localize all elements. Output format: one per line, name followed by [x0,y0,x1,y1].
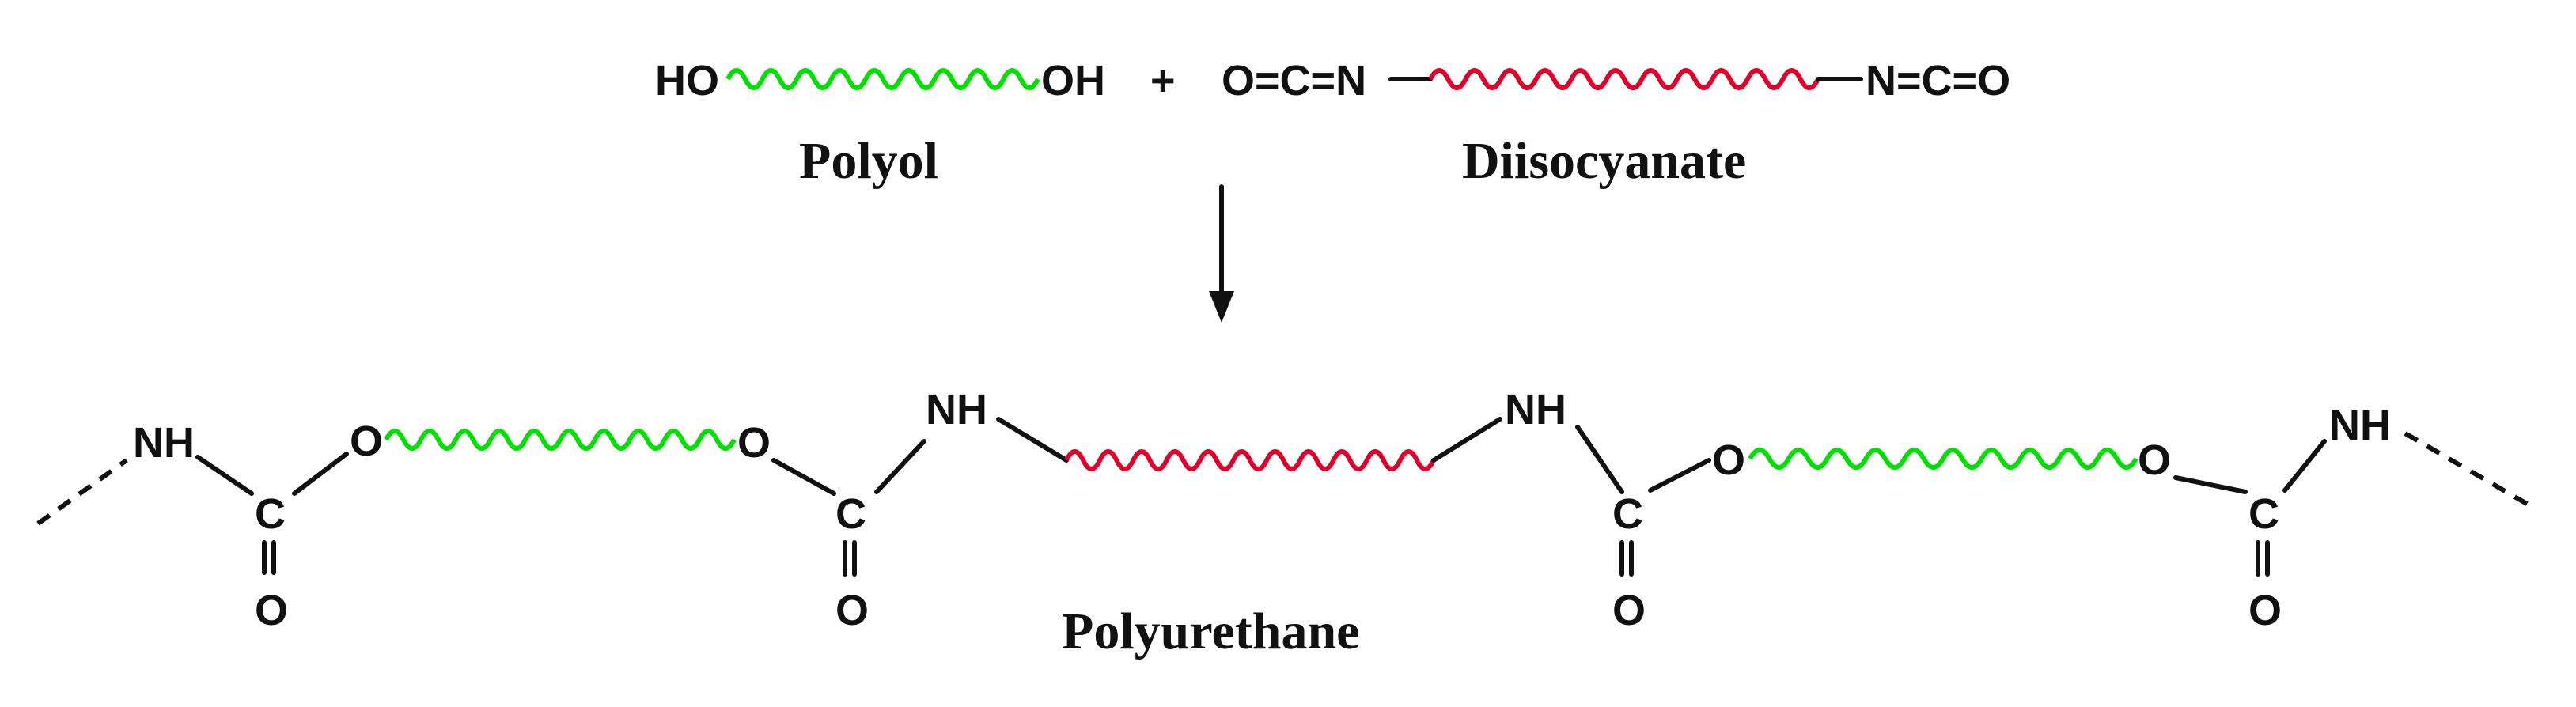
polyol-molecule: HO OH Polyol [655,57,1105,190]
polyol-label: Polyol [799,132,938,190]
carbonyl-oxygen-2: O [835,587,869,634]
polyol-left-group: HO [655,57,719,104]
diisocyanate-left-group: O=C=N [1222,57,1366,104]
carbon-atom-4: C [2248,490,2279,538]
nh-atom-3: NH [1505,386,1566,433]
ester-oxygen-4: O [2138,437,2171,484]
polyurethane-chain: NH C O O O C O NH NH C [36,386,2538,660]
chain-continuation-right [2404,431,2538,512]
plus-sign: + [1150,57,1176,104]
reaction-arrow [1209,184,1234,323]
carbonyl-oxygen-1: O [255,587,288,634]
diisocyanate-label: Diisocyanate [1462,132,1746,190]
diisocyanate-chain [1428,68,1820,90]
carbon-atom-3: C [1612,490,1643,538]
polyol-chain [725,68,1040,90]
chain-continuation-left [36,458,128,526]
polyol-right-group: OH [1041,57,1105,104]
polyol-segment-2 [1748,448,2138,470]
urethane-link-2: O C O NH [737,386,1069,634]
urethane-link-4: O C O NH [2138,402,2391,634]
carbonyl-oxygen-3: O [1612,587,1646,634]
diisocyanate-molecule: O=C=N N=C=O Diisocyanate [1222,57,2010,190]
carbonyl-oxygen-4: O [2248,587,2282,634]
nh-atom-4: NH [2329,402,2391,449]
diisocyanate-segment [1064,449,1436,471]
urethane-link-3: NH C O O [1431,386,1745,634]
product-label: Polyurethane [1062,603,1359,660]
carbon-atom-2: C [835,490,866,538]
ester-oxygen-3: O [1712,437,1745,484]
nh-atom-1: NH [133,419,195,467]
polyol-segment-1 [384,429,737,451]
ester-oxygen-2: O [737,419,771,467]
urethane-link-1: NH C O O [133,418,383,634]
ester-oxygen-1: O [350,418,383,465]
diisocyanate-right-group: N=C=O [1866,57,2010,104]
carbon-atom-1: C [255,490,286,538]
nh-atom-2: NH [926,386,987,433]
